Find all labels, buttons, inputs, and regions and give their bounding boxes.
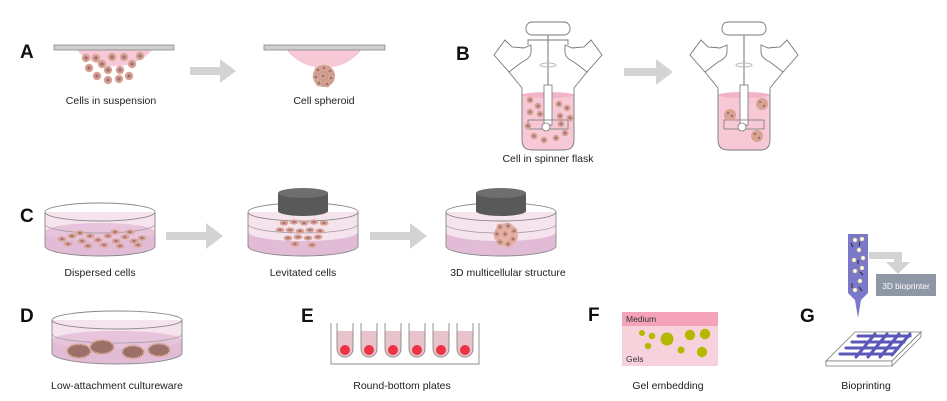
panel-label-b: B (456, 44, 470, 65)
arrow-down-icon (869, 252, 910, 274)
well (384, 323, 402, 358)
low-attachment-dish (51, 310, 183, 365)
caption-gel-embedding: Gel embedding (632, 380, 703, 392)
caption-round-bottom-plates: Round-bottom plates (353, 380, 450, 392)
gel-beads (639, 328, 711, 358)
medium-layer (622, 312, 718, 326)
caption-cell-in-spinner-flask: Cell in spinner flask (502, 153, 594, 165)
arrow-right-icon (166, 223, 223, 249)
spheroid (364, 345, 374, 355)
well (456, 323, 474, 358)
well (408, 323, 426, 358)
caption-cells-in-suspension: Cells in suspension (66, 95, 157, 107)
caption-levitated-cells: Levitated cells (270, 267, 337, 279)
well (360, 323, 378, 358)
caption-dispersed-cells: Dispersed cells (64, 267, 135, 279)
printed-scaffold (825, 331, 922, 367)
petri-dish-3d-structure (445, 188, 557, 257)
panel-f: F Medium Gels Gel embedding (588, 305, 718, 392)
hanging-drop-spheroid (263, 44, 386, 88)
panel-b: B Cell in spinner flask (456, 21, 799, 165)
panel-label-f: F (588, 305, 600, 326)
panel-label-c: C (20, 206, 34, 227)
gels-label: Gels (626, 354, 643, 364)
spheroid (436, 345, 446, 355)
plate-lid (53, 44, 175, 51)
gel-embedding-box: Medium Gels (622, 312, 718, 366)
caption-cell-spheroid: Cell spheroid (293, 95, 354, 107)
spheroid (340, 345, 350, 355)
bioprinter-nozzle (848, 234, 868, 318)
3d-bioprinter-label: 3D bioprinter (882, 281, 930, 291)
plate-frame (330, 323, 480, 365)
arrow-right-icon (370, 223, 427, 249)
hanging-drop-suspension (53, 44, 175, 85)
magnet (278, 188, 328, 216)
caption-low-attachment-cultureware: Low-attachment cultureware (51, 380, 183, 392)
panel-label-d: D (20, 306, 34, 327)
spheroid (388, 345, 398, 355)
panel-label-e: E (301, 306, 314, 327)
panel-a: A Cells in suspension (20, 42, 386, 107)
petri-dish-levitated (247, 188, 359, 257)
arrow-right-icon (624, 59, 673, 85)
medium-label: Medium (626, 314, 656, 324)
spheroids (65, 338, 172, 360)
spinner-flask-aggregated (689, 21, 799, 151)
arrow-right-icon (190, 59, 236, 83)
petri-dish-dispersed (44, 202, 156, 257)
multicellular-structure (493, 222, 518, 248)
panel-e: E Round-bottom plates (301, 306, 480, 392)
spinner-flask-dispersed (493, 21, 603, 151)
panel-g: G 3D bioprinter (800, 234, 936, 392)
caption-3d-multicellular-structure: 3D multicellular structure (450, 267, 566, 279)
panel-label-g: G (800, 306, 815, 327)
3d-bioprinter-box: 3D bioprinter (876, 274, 936, 296)
plate-lid (263, 44, 386, 51)
spheroid (460, 345, 470, 355)
caption-bioprinting: Bioprinting (841, 380, 891, 392)
round-bottom-plate (330, 323, 480, 365)
magnet (476, 188, 526, 216)
cell-spheroid (312, 64, 335, 88)
well (336, 323, 354, 358)
panel-c: C Dispersed cells (20, 188, 566, 279)
well (432, 323, 450, 358)
panel-label-a: A (20, 42, 34, 63)
spheroid (412, 345, 422, 355)
panel-d: D Low-attachment cultureware (20, 306, 183, 392)
cell-aggregates (724, 98, 768, 142)
